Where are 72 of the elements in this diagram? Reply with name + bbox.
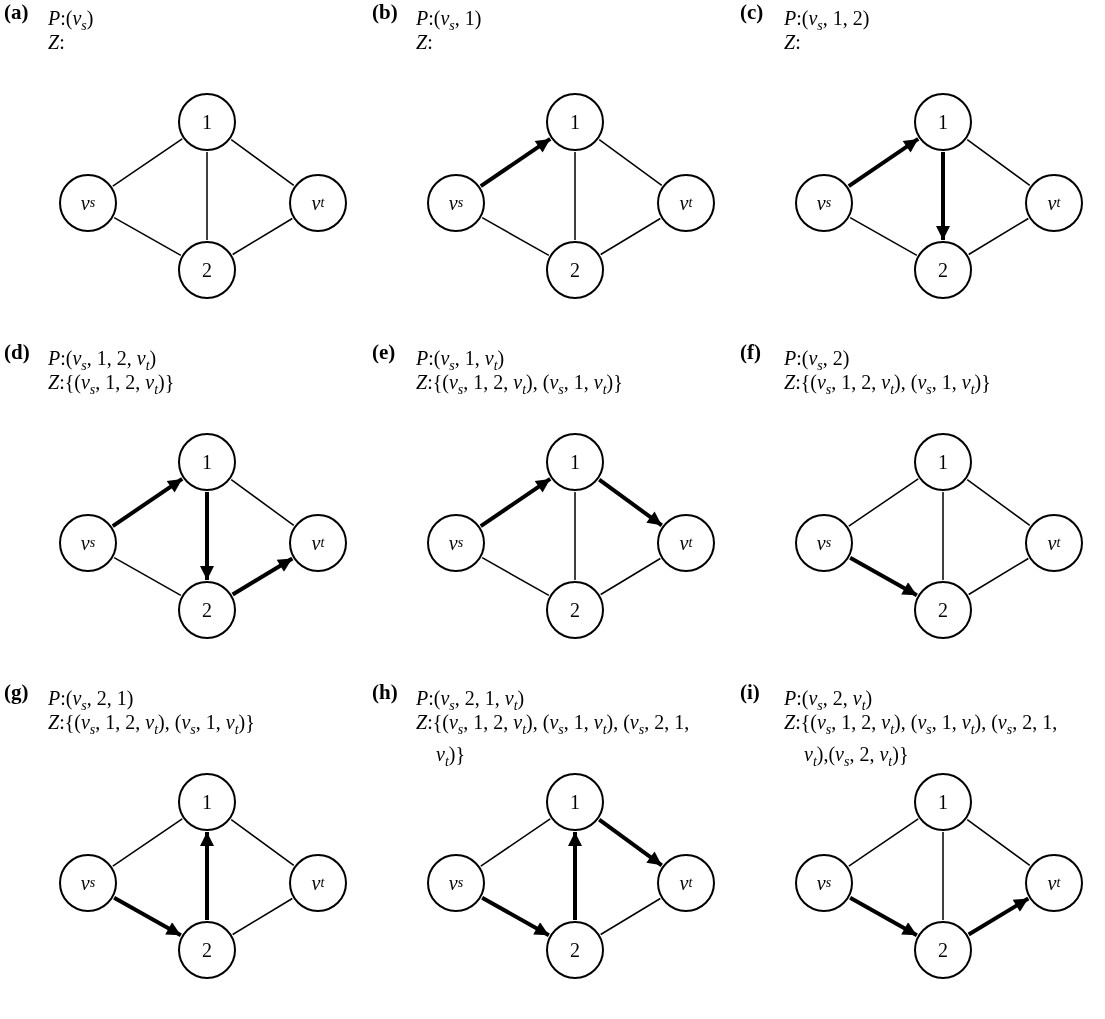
circle-node: 2 — [914, 921, 972, 979]
panel-letter: (a) — [4, 0, 29, 24]
arrow — [568, 832, 582, 920]
arrow — [849, 555, 918, 598]
arrow — [231, 556, 294, 597]
arrow — [849, 895, 918, 938]
circle-node: 2 — [178, 581, 236, 639]
edge-line — [112, 138, 183, 187]
circle-node: 1 — [914, 773, 972, 831]
circle-node: 1 — [914, 433, 972, 491]
circle-node: 2 — [178, 921, 236, 979]
panel-letter: (d) — [4, 340, 30, 364]
edge-line — [599, 897, 662, 936]
edge-line — [599, 557, 662, 596]
circle-node: 2 — [546, 921, 604, 979]
edge-line — [942, 831, 944, 921]
arrow — [113, 895, 182, 938]
circle-node: 1 — [178, 773, 236, 831]
edge-line — [848, 478, 919, 527]
edge-line — [848, 818, 919, 867]
arrow — [111, 477, 184, 528]
circle-node: 1 — [178, 433, 236, 491]
edge-line — [966, 478, 1031, 527]
panel-letter: (b) — [372, 0, 398, 24]
panel-letter: (f) — [740, 340, 761, 364]
edge-line — [231, 897, 294, 936]
edge-line — [966, 818, 1031, 867]
edge-line — [230, 818, 295, 867]
arrow — [200, 832, 214, 920]
edge-line — [574, 491, 576, 581]
panel-letter: (h) — [372, 680, 398, 704]
edge-line — [230, 138, 295, 187]
arrow — [200, 492, 214, 580]
panel-letter: (g) — [4, 680, 29, 704]
panel-letter: (i) — [740, 680, 760, 704]
arrow — [598, 818, 663, 867]
edge-line — [966, 138, 1031, 187]
edge-line — [574, 151, 576, 241]
arrow — [936, 152, 950, 240]
edge-line — [112, 818, 183, 867]
circle-node: 2 — [546, 581, 604, 639]
edge-line — [481, 556, 550, 597]
edge-line — [849, 216, 918, 257]
arrow — [598, 478, 663, 527]
edge-line — [967, 557, 1030, 596]
circle-node: 2 — [546, 241, 604, 299]
circle-node: 2 — [914, 241, 972, 299]
circle-node: 2 — [914, 581, 972, 639]
circle-node: 1 — [178, 93, 236, 151]
circle-node: 1 — [914, 93, 972, 151]
arrow — [481, 895, 550, 938]
arrow — [479, 477, 552, 528]
edge-line — [967, 217, 1030, 256]
edge-line — [942, 491, 944, 581]
edge-line — [113, 216, 182, 257]
edge-line — [231, 217, 294, 256]
arrow — [847, 137, 920, 188]
circle-node: 2 — [178, 241, 236, 299]
edge-line — [599, 217, 662, 256]
edge-line — [113, 556, 182, 597]
edge-line — [598, 138, 663, 187]
circle-node: 1 — [546, 433, 604, 491]
arrow — [479, 137, 552, 188]
circle-node: 1 — [546, 93, 604, 151]
arrow — [967, 896, 1030, 937]
edge-line — [480, 818, 551, 867]
panel-letter: (c) — [740, 0, 764, 24]
circle-node: 1 — [546, 773, 604, 831]
panel-letter: (e) — [372, 340, 396, 364]
edge-line — [206, 151, 208, 241]
edge-line — [481, 216, 550, 257]
edge-line — [230, 478, 295, 527]
